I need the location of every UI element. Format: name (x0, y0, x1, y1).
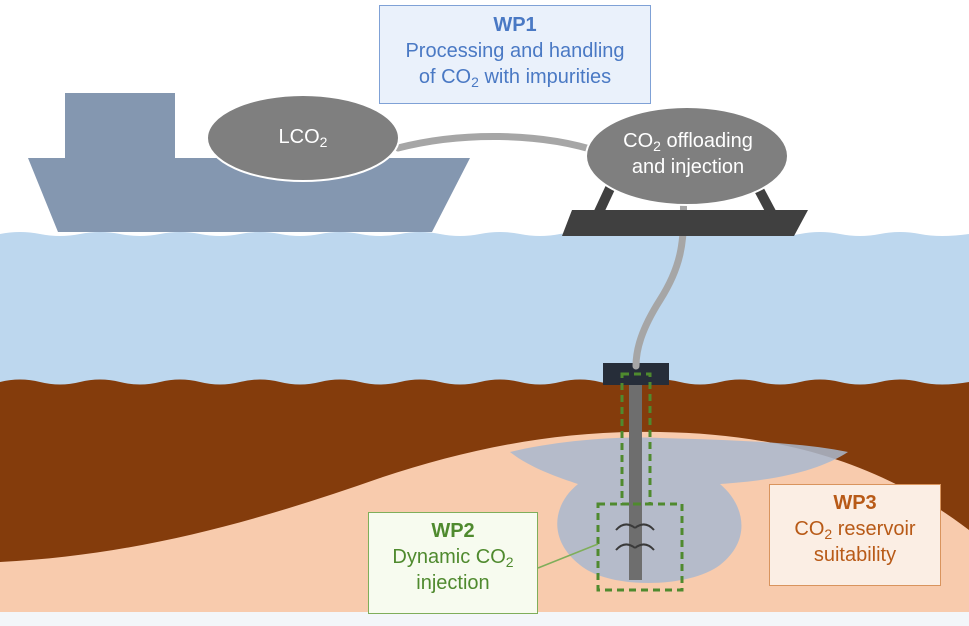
wp1-box: WP1 Processing and handling of CO2 with … (379, 5, 651, 104)
co2-plume (510, 437, 848, 584)
wp2-dashed-outline (596, 372, 684, 592)
seabed-base (0, 612, 969, 626)
ship (28, 93, 470, 232)
injection-well (629, 384, 642, 580)
wp3-line2: suitability (813, 544, 897, 566)
wp2-connector (537, 543, 599, 569)
sea (0, 232, 969, 400)
wp1-title: WP1 (493, 14, 537, 36)
injection-arrows (615, 523, 655, 551)
lco2-label: LCO2 (278, 126, 328, 151)
wp1-line2: of CO2 with impurities (418, 66, 612, 91)
offloading-label: CO2 offloading and injection (623, 130, 753, 178)
wp2-box: WP2 Dynamic CO2 injection (368, 512, 538, 614)
offloading-buoy (585, 106, 789, 206)
wp2-line1: Dynamic CO2 (392, 546, 514, 571)
wp3-line1: CO2 reservoir (794, 518, 916, 543)
wp3-box: WP3 CO2 reservoir suitability (769, 484, 941, 586)
ship-hull (28, 158, 470, 232)
lco2-tank (206, 94, 400, 182)
wp3-title: WP3 (833, 492, 877, 514)
offloading-platform (562, 181, 808, 236)
wp2-line2: injection (416, 572, 490, 594)
ship-bridge (65, 93, 175, 163)
wp1-line1: Processing and handling (405, 40, 625, 62)
transfer-hose (394, 132, 604, 156)
wp2-title: WP2 (431, 520, 475, 542)
